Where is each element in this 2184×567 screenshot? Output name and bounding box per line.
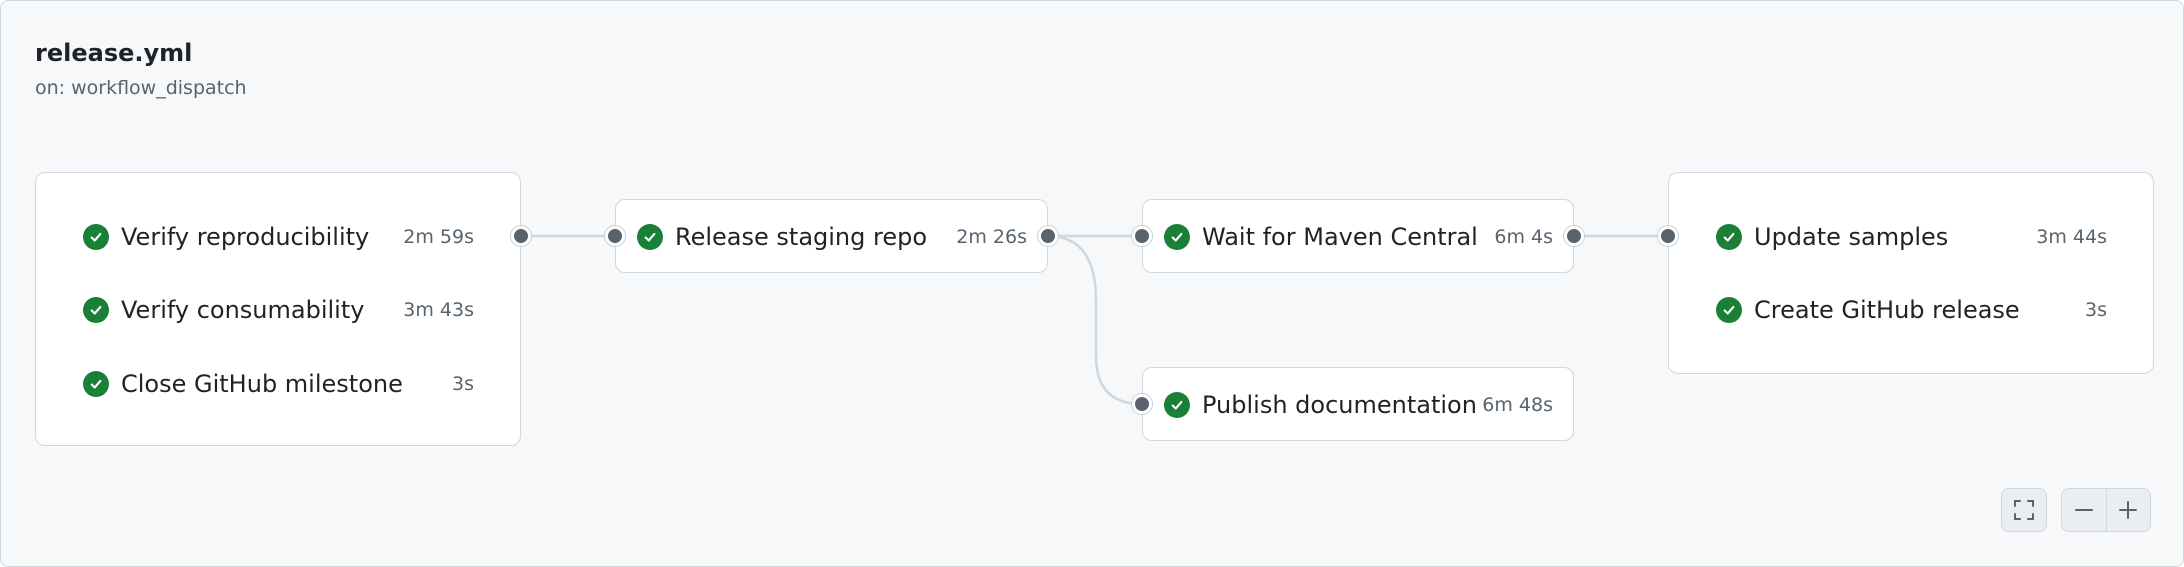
job-name: Release staging repo [675,223,928,251]
job-verify-consumability[interactable]: Verify consumability 3m 43s [36,290,520,330]
success-check-icon [83,297,109,323]
workflow-title: release.yml [35,39,193,67]
zoom-in-button[interactable] [2107,489,2151,531]
connector-in-wait [1132,226,1152,246]
job-publish-documentation[interactable]: Publish documentation 6m 48s [1143,385,1573,425]
job-name: Verify consumability [121,296,365,324]
zoom-in-icon [2119,501,2138,519]
job-name: Publish documentation [1202,391,1477,419]
job-create-github-release[interactable]: Create GitHub release 3s [1669,290,2153,330]
stage-verify-group: Verify reproducibility 2m 59s Verify con… [35,172,521,446]
job-verify-reproducibility[interactable]: Verify reproducibility 2m 59s [36,217,520,257]
connector-in-release [605,226,625,246]
success-check-icon [1716,224,1742,250]
connector-out-release [1038,226,1058,246]
connector-out-wait [1564,226,1584,246]
success-check-icon [637,224,663,250]
fullscreen-control [2001,488,2047,532]
connector-out-verify [511,226,531,246]
fullscreen-icon [2014,500,2034,520]
stage-wait-maven: Wait for Maven Central 6m 4s [1142,199,1574,273]
job-duration: 2m 26s [956,226,1027,248]
edge-release-to-publish [1047,234,1143,406]
job-name: Verify reproducibility [121,223,370,251]
job-duration: 6m 4s [1494,226,1553,248]
job-release-staging-repo[interactable]: Release staging repo 2m 26s [616,217,1047,257]
job-duration: 3m 43s [403,299,474,321]
success-check-icon [83,371,109,397]
fullscreen-button[interactable] [2002,489,2046,531]
connector-in-update [1658,226,1678,246]
stage-update-group: Update samples 3m 44s Create GitHub rele… [1668,172,2154,374]
job-wait-for-maven-central[interactable]: Wait for Maven Central 6m 4s [1143,217,1573,257]
job-name: Create GitHub release [1754,296,2020,324]
job-update-samples[interactable]: Update samples 3m 44s [1669,217,2153,257]
success-check-icon [1164,392,1190,418]
job-name: Close GitHub milestone [121,370,403,398]
zoom-out-button[interactable] [2062,489,2107,531]
job-name: Update samples [1754,223,1949,251]
success-check-icon [1716,297,1742,323]
zoom-out-icon [2074,509,2093,511]
success-check-icon [83,224,109,250]
job-duration: 3s [452,373,474,395]
job-duration: 3s [2085,299,2107,321]
stage-publish-docs: Publish documentation 6m 48s [1142,367,1574,441]
workflow-trigger: on: workflow_dispatch [35,77,247,99]
stage-release-staging: Release staging repo 2m 26s [615,199,1048,273]
success-check-icon [1164,224,1190,250]
job-duration: 3m 44s [2036,226,2107,248]
job-name: Wait for Maven Central [1202,223,1478,251]
job-close-github-milestone[interactable]: Close GitHub milestone 3s [36,364,520,404]
zoom-controls [2061,488,2151,532]
job-duration: 2m 59s [403,226,474,248]
connector-in-publish [1132,394,1152,414]
job-duration: 6m 48s [1482,394,1553,416]
